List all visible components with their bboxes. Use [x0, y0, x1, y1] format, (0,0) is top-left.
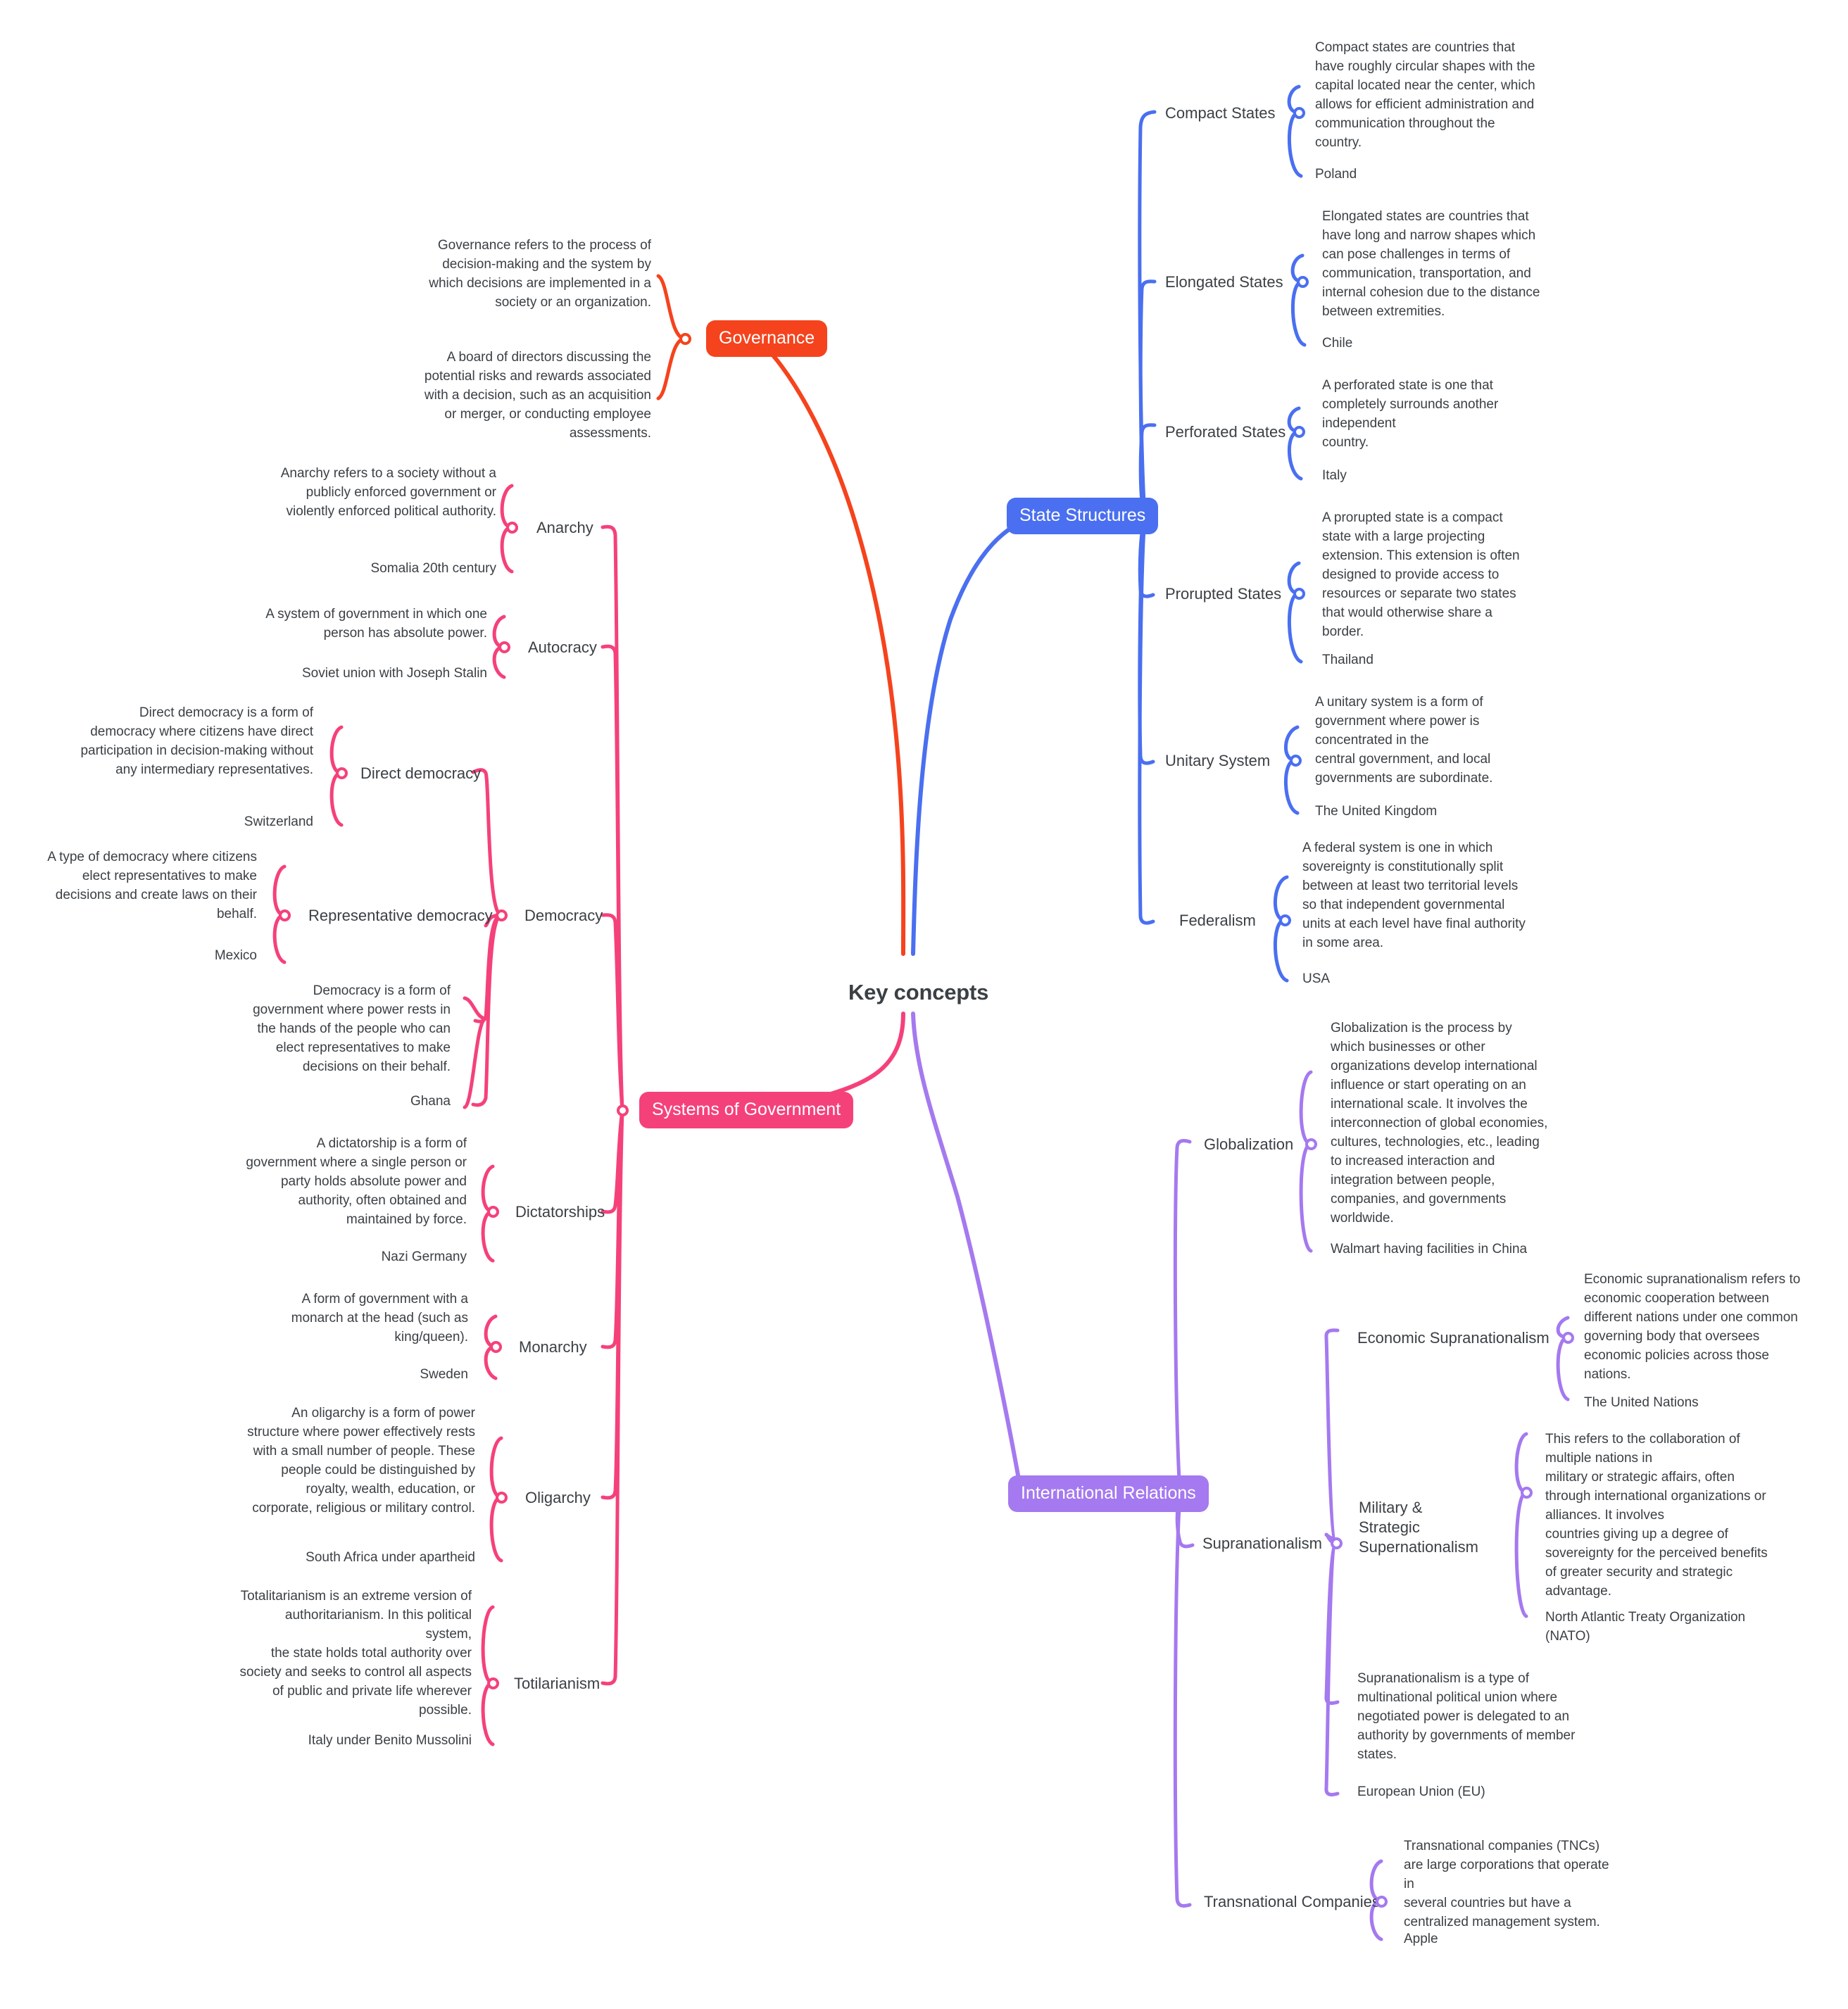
knob-representative-democracy	[279, 909, 291, 921]
transnational-companies-definition: Transnational companies (TNCs) are large…	[1404, 1839, 1609, 1929]
federalism-example: USA	[1302, 971, 1331, 986]
topic-economic-supranationalism[interactable]: Economic Supranationalism	[1357, 1329, 1550, 1347]
anarchy-example: Somalia 20th century	[370, 561, 497, 576]
globalization-definition: Globalization is the process by which bu…	[1331, 1021, 1548, 1226]
branch-systems-of-government-label[interactable]: Systems of Government	[639, 1092, 854, 1128]
monarchy-example: Sweden	[420, 1367, 468, 1382]
topic-monarchy[interactable]: Monarchy	[519, 1338, 587, 1356]
topic-military-strategic-supernationalism[interactable]: Military & Strategic Supernationalism	[1359, 1499, 1478, 1556]
prorupted-states-definition: A prorupted state is a compact state wit…	[1322, 510, 1520, 639]
knob-military-strategic-supernationalism	[1521, 1487, 1533, 1499]
branch-state-structures-label[interactable]: State Structures	[1007, 498, 1159, 534]
knob-elongated-states	[1297, 276, 1309, 288]
topic-oligarchy[interactable]: Oligarchy	[525, 1489, 591, 1506]
knob-globalization	[1305, 1138, 1317, 1150]
topic-representative-democracy[interactable]: Representative democracy	[308, 907, 493, 924]
knob-transnational-companies	[1376, 1896, 1388, 1908]
topic-transnational-companies[interactable]: Transnational Companies	[1204, 1893, 1380, 1910]
oligarchy-definition: An oligarchy is a form of power structur…	[247, 1406, 475, 1516]
topic-direct-democracy[interactable]: Direct democracy	[360, 764, 482, 782]
autocracy-example: Soviet union with Joseph Stalin	[302, 666, 487, 681]
knob-democracy	[496, 909, 508, 921]
topic-compact-states[interactable]: Compact States	[1165, 104, 1276, 122]
knob-systems-of-government	[617, 1104, 629, 1116]
governance-example: A board of directors discussing the pote…	[424, 350, 651, 441]
elongated-states-definition: Elongated states are countries that have…	[1322, 209, 1540, 319]
knob-autocracy	[498, 641, 510, 653]
knob-governance	[679, 333, 691, 345]
democracy-definition: Democracy is a form of government where …	[253, 983, 451, 1074]
knob-economic-supranationalism	[1562, 1332, 1574, 1344]
knob-federalism	[1279, 914, 1291, 926]
supranationalism-example: European Union (EU)	[1357, 1784, 1485, 1799]
knob-unitary-system	[1290, 755, 1302, 767]
autocracy-definition: A system of government in which one pers…	[265, 607, 487, 641]
knob-perforated-states	[1293, 426, 1305, 438]
topic-totilarianism[interactable]: Totilarianism	[514, 1675, 601, 1692]
prorupted-states-example: Thailand	[1322, 653, 1374, 667]
topic-perforated-states[interactable]: Perforated States	[1165, 423, 1286, 441]
topic-unitary-system[interactable]: Unitary System	[1165, 752, 1271, 769]
branch-international-relations[interactable]: International Relations	[1008, 1475, 1209, 1512]
dictatorships-definition: A dictatorship is a form of government w…	[246, 1136, 467, 1227]
topic-globalization[interactable]: Globalization	[1204, 1135, 1294, 1153]
oligarchy-example: South Africa under apartheid	[306, 1550, 475, 1565]
topic-democracy[interactable]: Democracy	[524, 907, 603, 924]
elongated-states-example: Chile	[1322, 336, 1353, 351]
knob-totilarianism	[487, 1677, 499, 1689]
topic-federalism[interactable]: Federalism	[1179, 912, 1256, 929]
compact-states-example: Poland	[1315, 167, 1357, 182]
root-node-key-concepts[interactable]: Key concepts	[848, 980, 989, 1004]
military-strategic-supernationalism-definition: This refers to the collaboration of mult…	[1545, 1432, 1768, 1599]
economic-supranationalism-example: The United Nations	[1584, 1395, 1699, 1410]
knob-monarchy	[490, 1341, 502, 1353]
topic-supranationalism[interactable]: Supranationalism	[1202, 1535, 1322, 1552]
topic-elongated-states[interactable]: Elongated States	[1165, 273, 1283, 291]
military-strategic-supernationalism-example: North Atlantic Treaty Organization (NATO…	[1545, 1610, 1746, 1644]
knob-supranationalism	[1331, 1537, 1343, 1549]
perforated-states-definition: A perforated state is one that completel…	[1322, 378, 1499, 450]
monarchy-definition: A form of government with a monarch at t…	[291, 1292, 468, 1344]
supranationalism-definition: Supranationalism is a type of multinatio…	[1357, 1671, 1576, 1762]
unitary-system-example: The United Kingdom	[1315, 804, 1438, 819]
democracy-example: Ghana	[410, 1094, 451, 1109]
knob-direct-democracy	[336, 767, 348, 779]
representative-democracy-definition: A type of democracy where citizens elect…	[47, 850, 257, 921]
knob-anarchy	[506, 522, 518, 534]
totilarianism-example: Italy under Benito Mussolini	[308, 1733, 472, 1748]
unitary-system-definition: A unitary system is a form of government…	[1315, 695, 1493, 786]
branch-state-structures[interactable]: State Structures	[1007, 498, 1159, 534]
governance-definition: Governance refers to the process of deci…	[429, 238, 651, 310]
direct-democracy-definition: Direct democracy is a form of democracy …	[80, 705, 313, 777]
economic-supranationalism-definition: Economic supranationalism refers to econ…	[1584, 1272, 1801, 1382]
knob-prorupted-states	[1293, 588, 1305, 600]
globalization-example: Walmart having facilities in China	[1331, 1242, 1528, 1257]
knob-oligarchy	[496, 1492, 508, 1504]
knob-compact-states	[1293, 107, 1305, 119]
topic-autocracy[interactable]: Autocracy	[528, 638, 597, 656]
perforated-states-example: Italy	[1322, 468, 1347, 483]
branch-international-relations-label[interactable]: International Relations	[1008, 1475, 1209, 1512]
topic-prorupted-states[interactable]: Prorupted States	[1165, 585, 1282, 603]
knob-dictatorships	[487, 1206, 499, 1218]
branch-governance-label[interactable]: Governance	[706, 320, 828, 357]
topic-dictatorships[interactable]: Dictatorships	[515, 1203, 605, 1221]
branch-governance[interactable]: Governance	[706, 320, 828, 357]
anarchy-definition: Anarchy refers to a society without a pu…	[280, 466, 496, 519]
branch-systems-of-government[interactable]: Systems of Government	[639, 1092, 854, 1128]
topic-anarchy[interactable]: Anarchy	[536, 519, 593, 536]
direct-democracy-example: Switzerland	[244, 814, 313, 829]
dictatorships-example: Nazi Germany	[381, 1249, 467, 1264]
representative-democracy-example: Mexico	[214, 948, 257, 963]
transnational-companies-example: Apple	[1404, 1932, 1438, 1946]
compact-states-definition: Compact states are countries that have r…	[1315, 40, 1535, 150]
totilarianism-definition: Totalitarianism is an extreme version of…	[239, 1589, 472, 1718]
federalism-definition: A federal system is one in which soverei…	[1302, 840, 1526, 950]
